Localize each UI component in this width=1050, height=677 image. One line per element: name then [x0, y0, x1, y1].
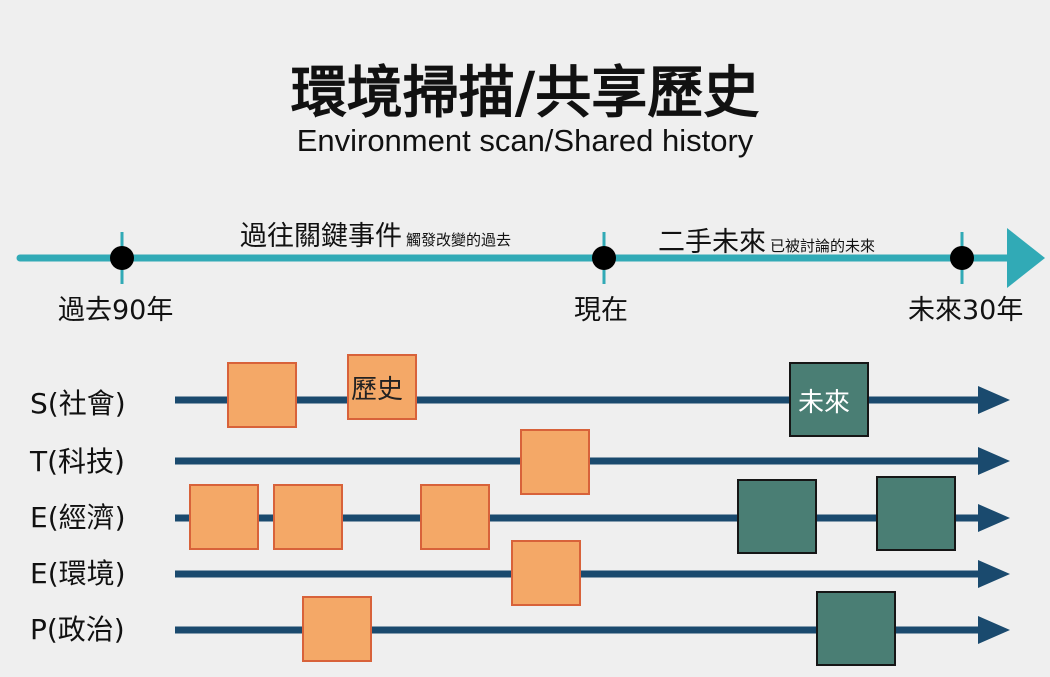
row-label-environment: E(環境)	[30, 557, 126, 590]
row-label-politics: P(政治)	[30, 613, 125, 646]
tick-label-now: 現在	[574, 295, 628, 326]
history-box	[511, 540, 581, 606]
timeline-arrowhead	[1007, 228, 1045, 288]
future-box	[737, 479, 817, 554]
future-sub: 已被討論的未來	[770, 237, 876, 255]
future-box-labeled	[789, 362, 869, 437]
past-events-label: 過往關鍵事件觸發改變的過去	[240, 214, 511, 253]
history-box	[520, 429, 590, 495]
history-box	[227, 362, 297, 428]
main-timeline	[16, 228, 1045, 288]
past-events-title: 過往關鍵事件	[240, 221, 402, 252]
tick-dot-future	[950, 246, 974, 270]
tick-label-past: 過去90年	[58, 295, 174, 326]
page-title: 環境掃描/共享歷史	[290, 61, 760, 126]
history-box	[273, 484, 343, 550]
steep-rows	[175, 354, 1010, 666]
future-box	[816, 591, 896, 666]
future-title: 二手未來	[658, 227, 766, 258]
page-subtitle: Environment scan/Shared history	[296, 123, 754, 158]
history-box	[420, 484, 490, 550]
history-box-labeled	[347, 354, 417, 420]
row-arrow-politics	[978, 616, 1010, 644]
row-arrow-economy	[978, 504, 1010, 532]
tick-label-future: 未來30年	[908, 295, 1024, 326]
future-boxes	[737, 362, 956, 666]
history-boxes	[189, 354, 590, 662]
row-arrow-social	[978, 386, 1010, 414]
history-box	[302, 596, 372, 662]
tick-dot-now	[592, 246, 616, 270]
tick-dot-past	[110, 246, 134, 270]
history-box-label: 歷史	[351, 375, 404, 405]
history-box	[189, 484, 259, 550]
row-arrow-environment	[978, 560, 1010, 588]
future-box	[876, 476, 956, 551]
future-box-label: 未來	[798, 388, 851, 418]
future-label: 二手未來已被討論的未來	[658, 220, 875, 259]
row-arrow-technology	[978, 447, 1010, 475]
title-block: 環境掃描/共享歷史 Environment scan/Shared histor…	[0, 62, 1050, 160]
row-label-social: S(社會)	[30, 387, 126, 420]
row-label-technology: T(科技)	[30, 445, 125, 478]
row-label-economy: E(經濟)	[30, 501, 126, 534]
past-events-sub: 觸發改變的過去	[406, 231, 512, 249]
